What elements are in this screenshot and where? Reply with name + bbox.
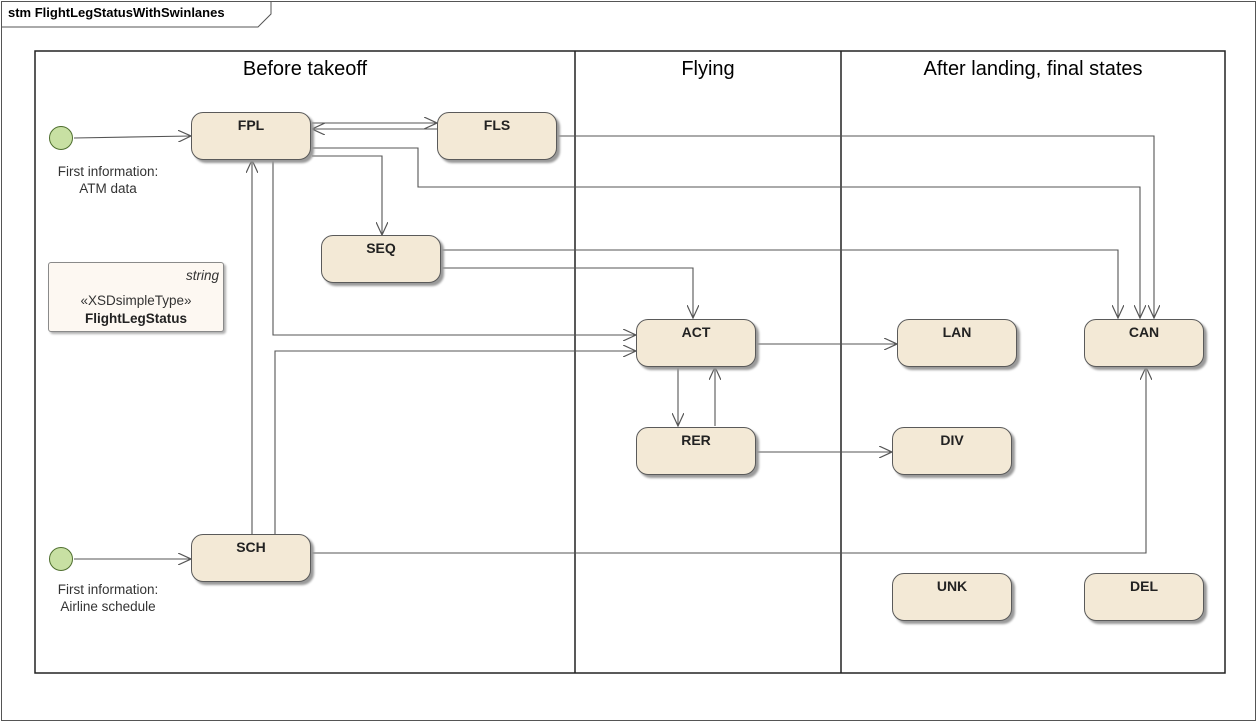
initial-note-airline-line2: Airline schedule <box>60 599 156 614</box>
datatype-flightlegstatus[interactable]: string «XSDsimpleType» FlightLegStatus <box>48 262 224 332</box>
transition-sch-can <box>312 367 1146 554</box>
state-sch-label: SCH <box>236 539 266 555</box>
state-act-label: ACT <box>681 324 711 340</box>
state-div-label: DIV <box>940 432 964 448</box>
state-fls-label: FLS <box>483 117 511 133</box>
initial-node-airline[interactable] <box>49 547 73 571</box>
state-can-label: CAN <box>1128 324 1160 340</box>
initial-note-atm-line2: ATM data <box>79 181 137 196</box>
datatype-stereotype: «XSDsimpleType» <box>80 293 192 308</box>
diagram-title: stm FlightLegStatusWithSwinlanes <box>8 5 225 20</box>
state-del[interactable]: DEL <box>1084 573 1204 621</box>
state-act[interactable]: ACT <box>636 319 756 367</box>
state-fls[interactable]: FLS <box>437 112 557 160</box>
lane-title-before-takeoff: Before takeoff <box>242 58 368 80</box>
state-sch[interactable]: SCH <box>191 534 311 582</box>
transition-seq-act <box>442 267 693 318</box>
transition-sch-act <box>274 351 636 534</box>
state-lan-label: LAN <box>942 324 972 340</box>
transition-fpl-act <box>272 160 636 335</box>
frame-tab <box>1 1 272 28</box>
initial-note-airline: First information: Airline schedule <box>42 581 174 615</box>
state-fpl[interactable]: FPL <box>191 112 311 160</box>
initial-note-atm: First information: ATM data <box>42 163 174 197</box>
initial-note-airline-line1: First information: <box>57 582 159 597</box>
state-unk[interactable]: UNK <box>892 573 1012 621</box>
state-fpl-label: FPL <box>237 117 265 133</box>
transition-initial-fpl <box>73 136 191 138</box>
swimlane-container <box>34 50 1226 674</box>
state-rer[interactable]: RER <box>636 427 756 475</box>
state-seq[interactable]: SEQ <box>321 235 441 283</box>
state-lan[interactable]: LAN <box>897 319 1017 367</box>
transition-seq-can <box>442 249 1118 318</box>
transition-fpl-seq <box>312 155 382 235</box>
initial-node-atm[interactable] <box>49 126 73 150</box>
datatype-name: FlightLegStatus <box>85 311 187 326</box>
transition-fls-can <box>558 135 1154 318</box>
lane-title-flying: Flying <box>681 58 735 80</box>
datatype-keyword: string <box>185 268 219 283</box>
state-can[interactable]: CAN <box>1084 319 1204 367</box>
state-div[interactable]: DIV <box>892 427 1012 475</box>
initial-note-atm-line1: First information: <box>57 164 159 179</box>
state-rer-label: RER <box>681 432 711 448</box>
state-del-label: DEL <box>1130 578 1158 594</box>
state-unk-label: UNK <box>936 578 968 594</box>
state-seq-label: SEQ <box>366 240 396 256</box>
transition-fpl-can <box>312 147 1140 318</box>
lane-title-after-landing: After landing, final states <box>923 58 1143 80</box>
